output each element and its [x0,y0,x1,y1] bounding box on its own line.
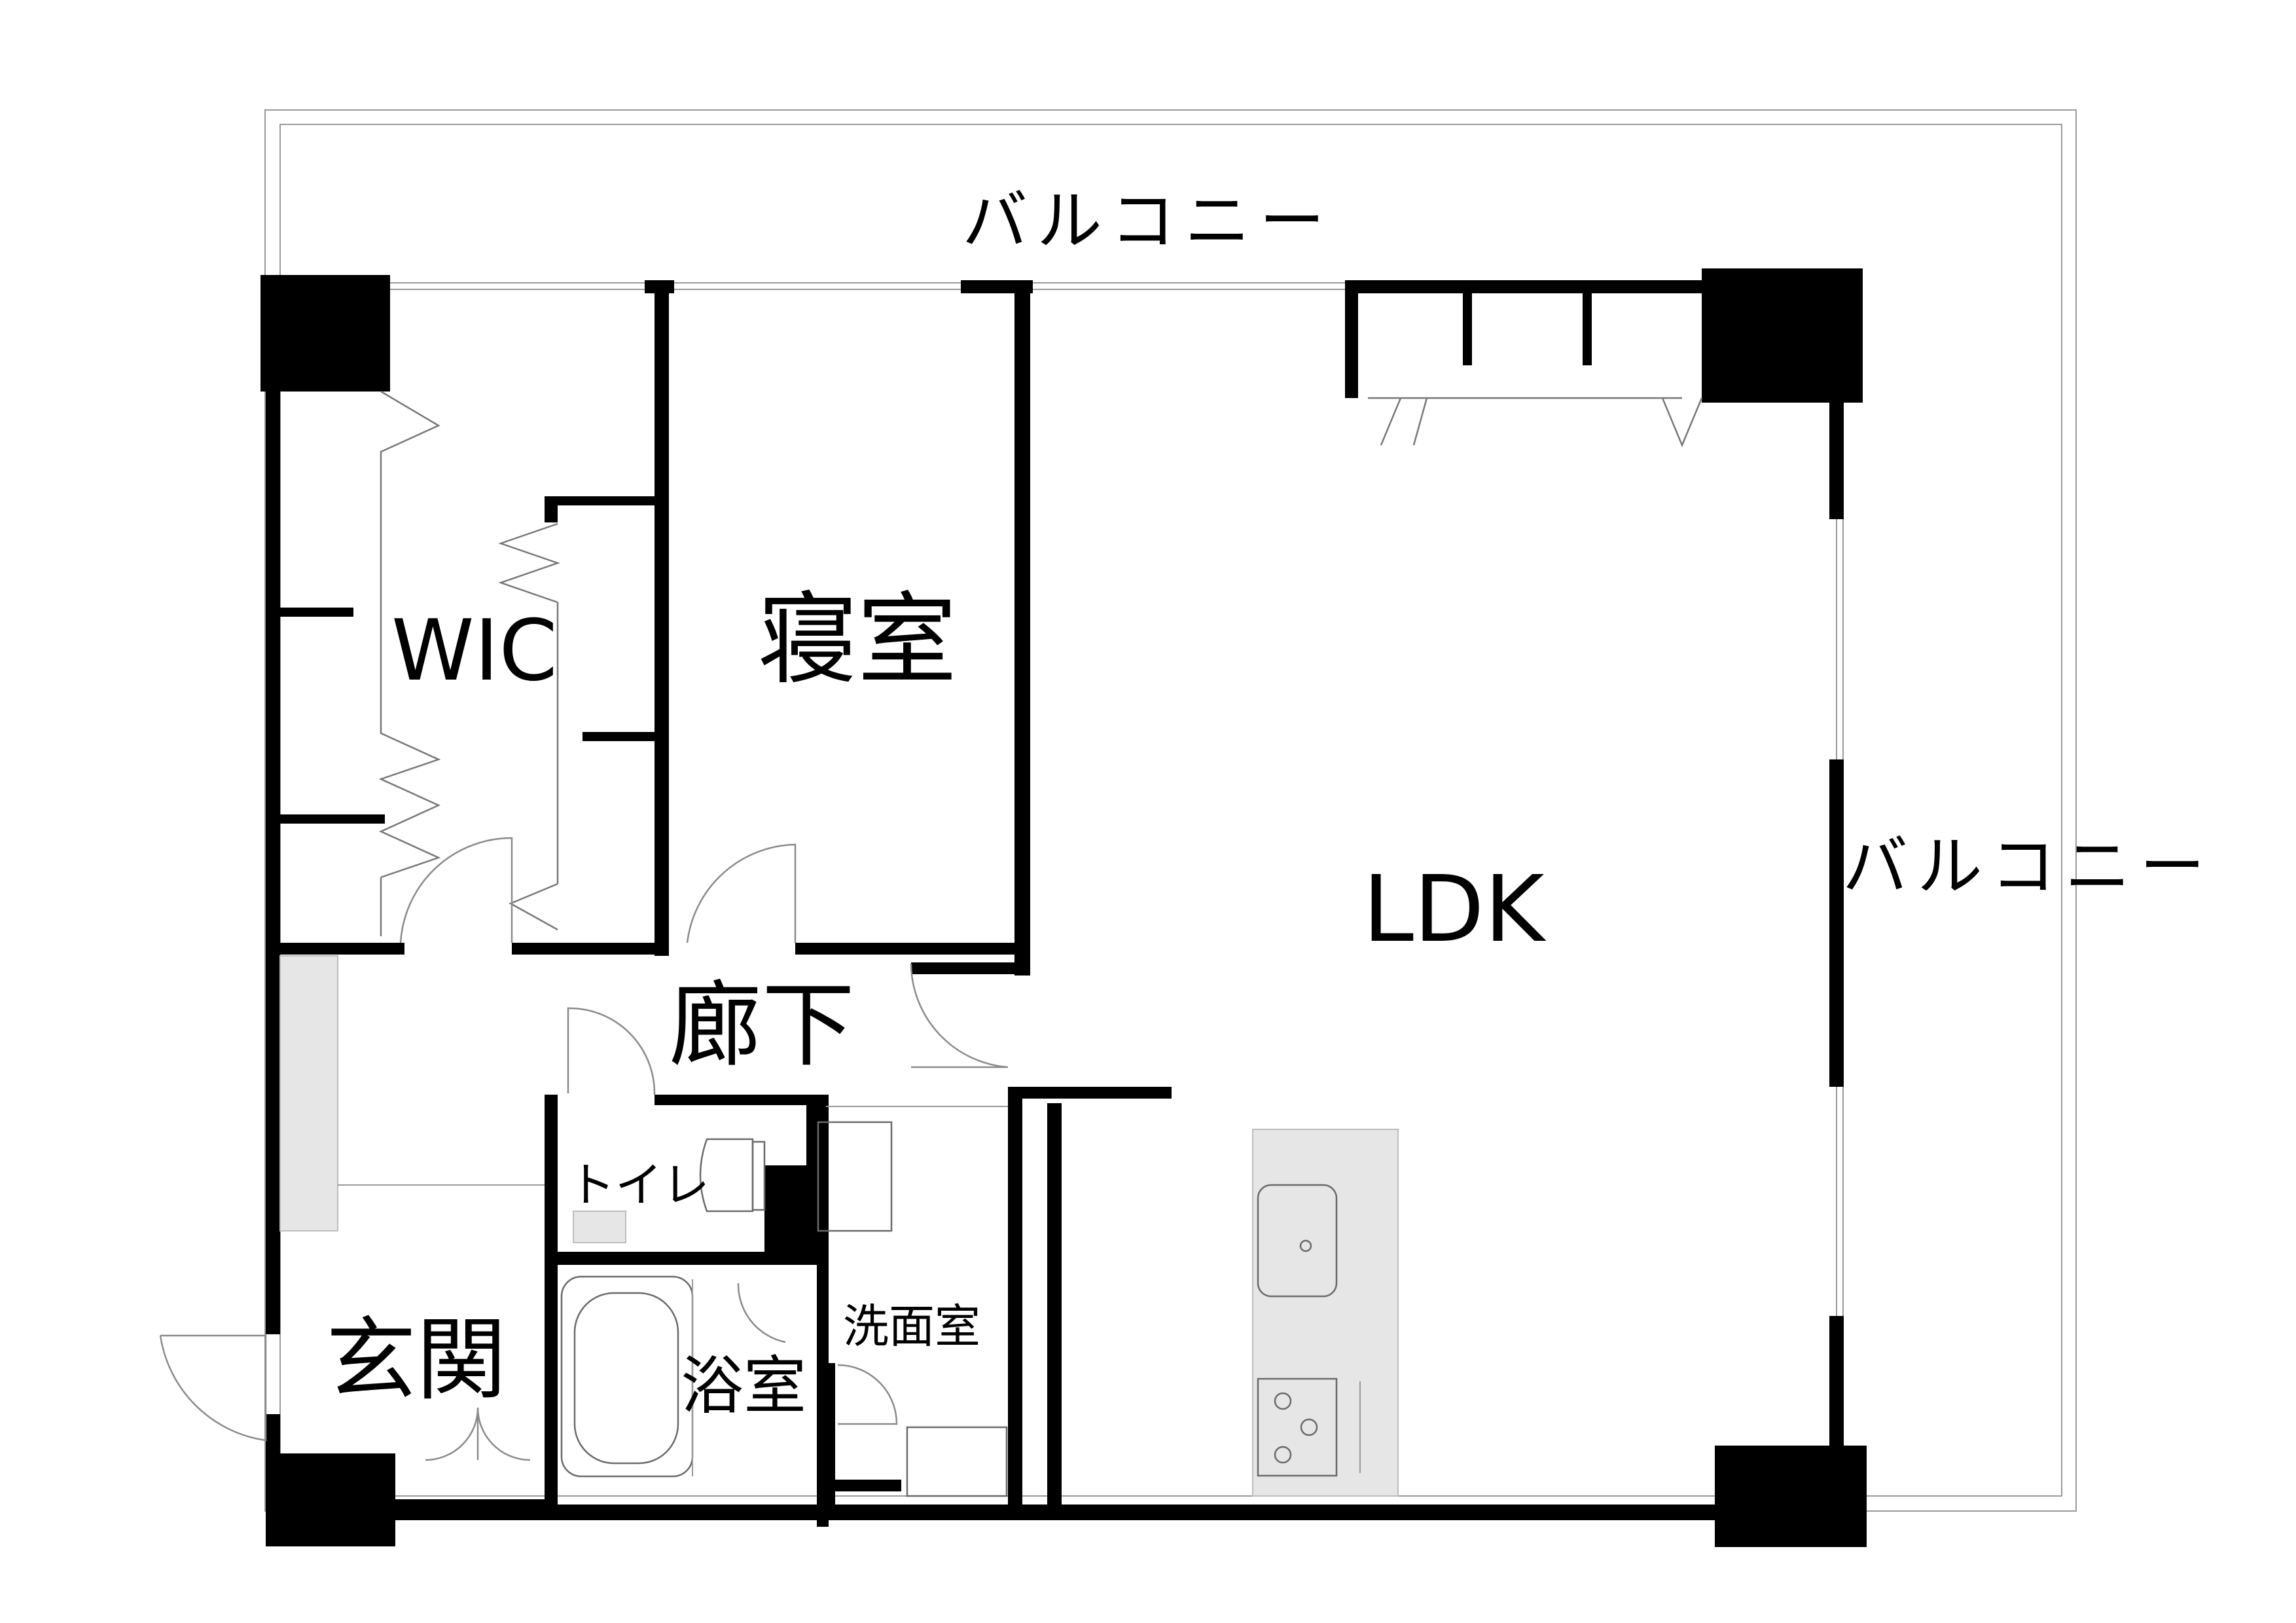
bathtub [560,1275,694,1478]
balcony-right-label: バルコニー [1842,828,2214,905]
folding-doors [378,390,1703,936]
balcony-top-label: バルコニー [962,183,1334,259]
entrance-label: 玄関 [326,1307,507,1413]
pillar-bottom-left [266,1453,395,1546]
pillar-bottom-right [1715,1446,1867,1547]
fixtures [279,955,1399,1497]
toilet-fixture [573,1138,766,1243]
wash-basin [906,1426,1008,1497]
shoe-cabinet [279,955,338,1231]
exterior-walls [266,280,1844,1520]
wic-label: WIC [391,602,558,700]
interior-walls [280,288,1592,1527]
pillars [260,268,1867,1547]
washroom-label: 洗面室 [843,1300,980,1353]
hallway-label: 廊下 [669,972,855,1080]
pillar-top-right [1702,268,1863,403]
washing-machine [817,1121,893,1232]
bedroom-label: 寝室 [758,582,957,698]
pillar-top-left [260,275,390,392]
kitchen-counter [1252,1129,1399,1497]
top-windows [390,282,1844,1316]
ldk-label: LDK [1363,856,1547,963]
room-labels: バルコニー バルコニー WIC 寝室 LDK 廊下 トイレ 洗面室 浴室 玄関 [326,183,2214,1423]
toilet-label: トイレ [568,1158,709,1213]
bathroom-label: 浴室 [681,1349,806,1423]
door-swings [159,837,1009,1461]
